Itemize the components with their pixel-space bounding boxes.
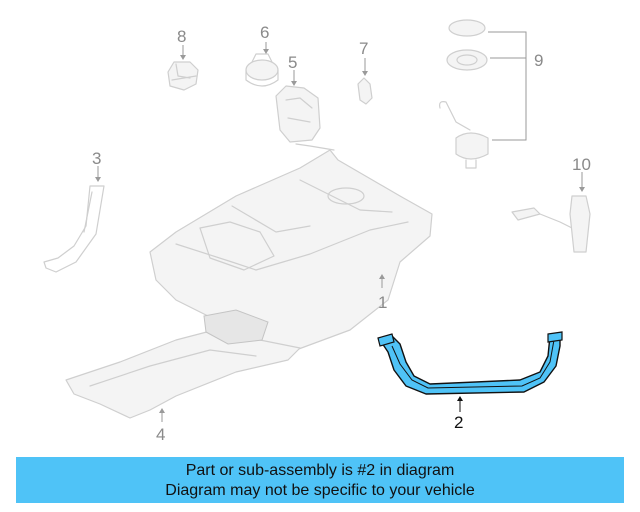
callout-7: 7 bbox=[359, 39, 368, 58]
part-5-pump bbox=[275, 70, 321, 143]
caption-line-2: Diagram may not be specific to your vehi… bbox=[165, 482, 475, 499]
callout-4: 4 bbox=[156, 425, 165, 444]
part-1-fuel-tank bbox=[149, 143, 433, 351]
callout-5: 5 bbox=[288, 53, 297, 72]
callout-3: 3 bbox=[92, 149, 101, 168]
callout-10: 10 bbox=[572, 155, 591, 174]
parts-diagram: 8 6 5 7 9 3 10 1 4 2 bbox=[43, 19, 591, 444]
part-2-tank-strap bbox=[377, 331, 563, 412]
caption-line-1: Part or sub-assembly is #2 in diagram bbox=[185, 462, 455, 479]
callout-8: 8 bbox=[177, 27, 186, 46]
part-10-sensor bbox=[511, 172, 591, 253]
callout-1: 1 bbox=[378, 293, 387, 312]
part-7-clip bbox=[357, 58, 373, 105]
part-9-seal-sender bbox=[439, 19, 527, 169]
part-3-bracket bbox=[43, 166, 105, 273]
caption-banner: Part or sub-assembly is #2 in diagram Di… bbox=[16, 457, 624, 503]
part-6-cap bbox=[245, 42, 279, 87]
callout-2: 2 bbox=[454, 413, 463, 432]
part-4-shield bbox=[65, 309, 301, 422]
callout-6: 6 bbox=[260, 23, 269, 42]
part-8-grommet bbox=[167, 45, 199, 91]
callout-9: 9 bbox=[534, 51, 543, 70]
